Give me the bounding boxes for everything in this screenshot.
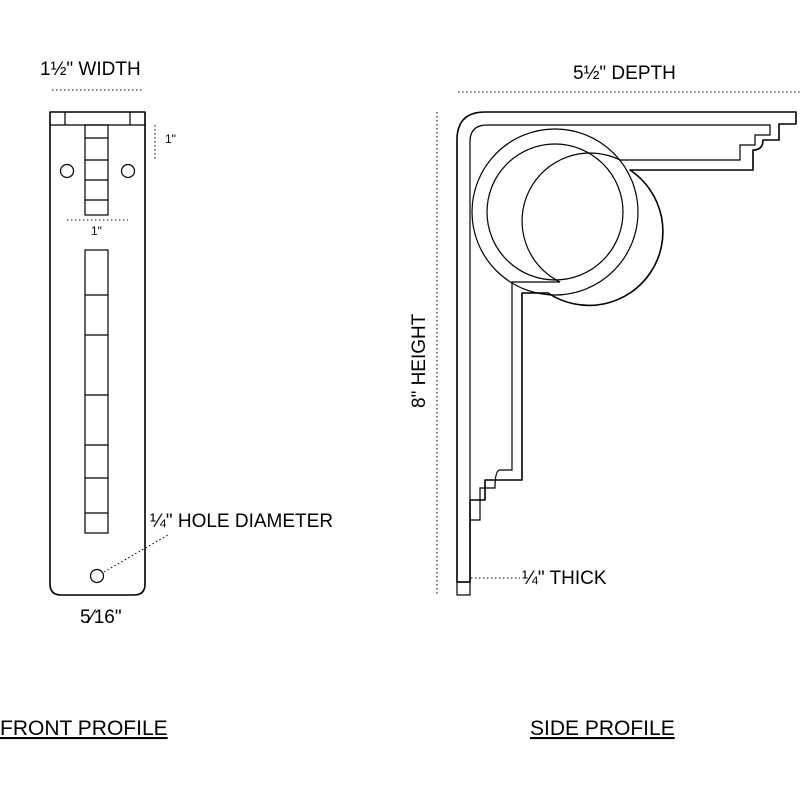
- side-height-label: 8" HEIGHT: [409, 313, 430, 408]
- side-thick-label: ¼" THICK: [522, 568, 607, 589]
- front-profile-view: 1½" WIDTH 1" 1": [0, 59, 333, 740]
- side-bracket-inner-contour: [469, 124, 771, 582]
- front-hole-label: ¼" HOLE DIAMETER: [150, 511, 333, 532]
- side-bracket-outer-outline: [456, 111, 797, 583]
- front-plate-outline: [49, 111, 146, 596]
- front-width-label: 1½" WIDTH: [40, 59, 141, 80]
- side-profile-label: SIDE PROFILE: [530, 717, 675, 740]
- front-profile-label: FRONT PROFILE: [0, 717, 168, 740]
- side-ring-inner: [486, 143, 624, 281]
- side-depth-label: 5½" DEPTH: [573, 63, 676, 84]
- front-mount-hole-right: [120, 163, 136, 179]
- front-lower-slot: [84, 249, 109, 534]
- front-mid-spacing-label: 1": [91, 224, 102, 238]
- side-bottom-foot: [456, 581, 471, 596]
- front-upper-spacing-label: 1": [165, 132, 176, 146]
- front-upper-slot: [84, 124, 109, 216]
- front-hole-leader-line: [103, 534, 169, 573]
- front-hole-offset-label: 5⁄16": [80, 607, 122, 628]
- side-profile-view: 5½" DEPTH 8" HEIGHT ¼" THICK SIDE PROFIL…: [409, 63, 800, 740]
- front-mount-hole-left: [59, 163, 75, 179]
- front-bottom-hole: [89, 568, 105, 584]
- side-ring-outer: [471, 128, 639, 296]
